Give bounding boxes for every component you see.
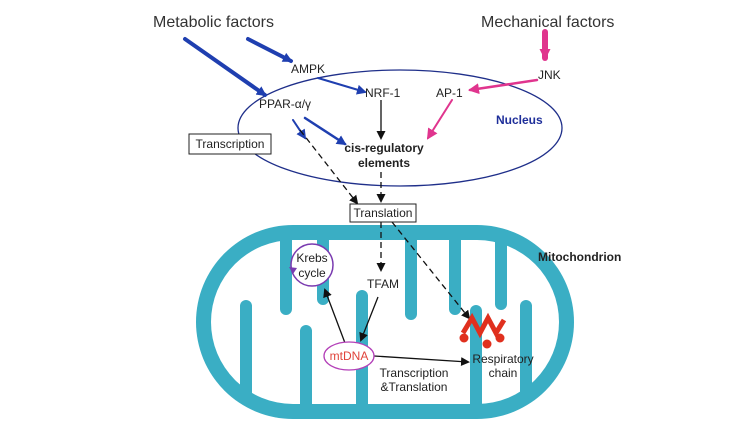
mtdna-label: mtDNA <box>330 349 369 363</box>
krebs-cycle: Krebs cycle <box>289 243 334 287</box>
krebs-cycle-circle <box>290 243 334 287</box>
krebs-label-line2: cycle <box>298 266 326 280</box>
mechanical-factors-label: Mechanical factors <box>481 14 614 31</box>
jnk-label: JNK <box>538 68 561 82</box>
tfam-label: TFAM <box>367 277 399 291</box>
transcription-translation-label-line1: Transcription <box>380 366 449 380</box>
transcription-translation-label-line2: &Translation <box>381 380 448 394</box>
arrow-metabolic-to-ampk <box>246 37 293 63</box>
arrow-metabolic-to-ppar <box>183 37 267 97</box>
arrow-mtdna-to-respiratory-chain <box>373 355 470 367</box>
mechanical-arrows <box>426 29 551 140</box>
arrow-jnk-to-ap1 <box>468 78 539 95</box>
respiratory-chain-dot <box>459 333 469 343</box>
black-arrows <box>299 100 471 367</box>
transcription-label: Transcription <box>196 137 265 151</box>
crista <box>405 230 417 320</box>
arrow-ppar-to-cis-a <box>303 116 347 146</box>
mtdna-ellipse <box>323 341 375 371</box>
crista <box>449 230 461 315</box>
mtdna: mtDNA <box>323 341 375 371</box>
cis-regulatory-label-line2: elements <box>358 156 410 170</box>
ppar-label: PPAR-α/γ <box>259 97 311 111</box>
crista <box>280 230 292 315</box>
arrow-ap1-to-cis <box>426 99 453 140</box>
crista <box>300 325 312 414</box>
respiratory-chain-label-line2: chain <box>489 366 518 380</box>
crista <box>520 300 532 414</box>
cis-regulatory-label-line1: cis-regulatory <box>344 141 424 155</box>
nucleus-ellipse <box>237 69 563 187</box>
crista <box>495 230 507 310</box>
respiratory-chain-complex <box>459 312 507 349</box>
translation-box <box>349 203 417 223</box>
krebs-label-line1: Krebs <box>296 251 327 265</box>
mitochondrion-label: Mitochondrion <box>538 250 621 264</box>
respiratory-chain-dot <box>495 333 505 343</box>
translation-label: Translation <box>354 206 413 220</box>
respiratory-chain-zigzag <box>460 312 507 339</box>
crista <box>240 300 252 414</box>
arrow-mtdna-to-krebs <box>323 288 346 344</box>
arrow-ppar-to-translation <box>299 129 359 205</box>
nrf1-label: NRF-1 <box>365 86 401 100</box>
metabolic-factors-label: Metabolic factors <box>153 14 274 31</box>
arrow-translation-to-respiratory-chain <box>391 221 471 320</box>
respiratory-chain-dot <box>482 339 492 349</box>
metabolic-arrows <box>183 37 367 146</box>
transcription-box <box>188 133 272 155</box>
krebs-cycle-arrowhead <box>289 267 297 274</box>
ampk-label: AMPK <box>291 62 325 76</box>
arrow-ppar-to-cis-b <box>292 119 307 140</box>
respiratory-chain-label-line1: Respiratory <box>472 352 533 366</box>
arrow-tfam-to-mtdna <box>359 296 379 342</box>
nucleus-label: Nucleus <box>496 113 543 127</box>
arrow-ampk-to-nrf1 <box>317 77 367 95</box>
ap1-label: AP-1 <box>436 86 463 100</box>
